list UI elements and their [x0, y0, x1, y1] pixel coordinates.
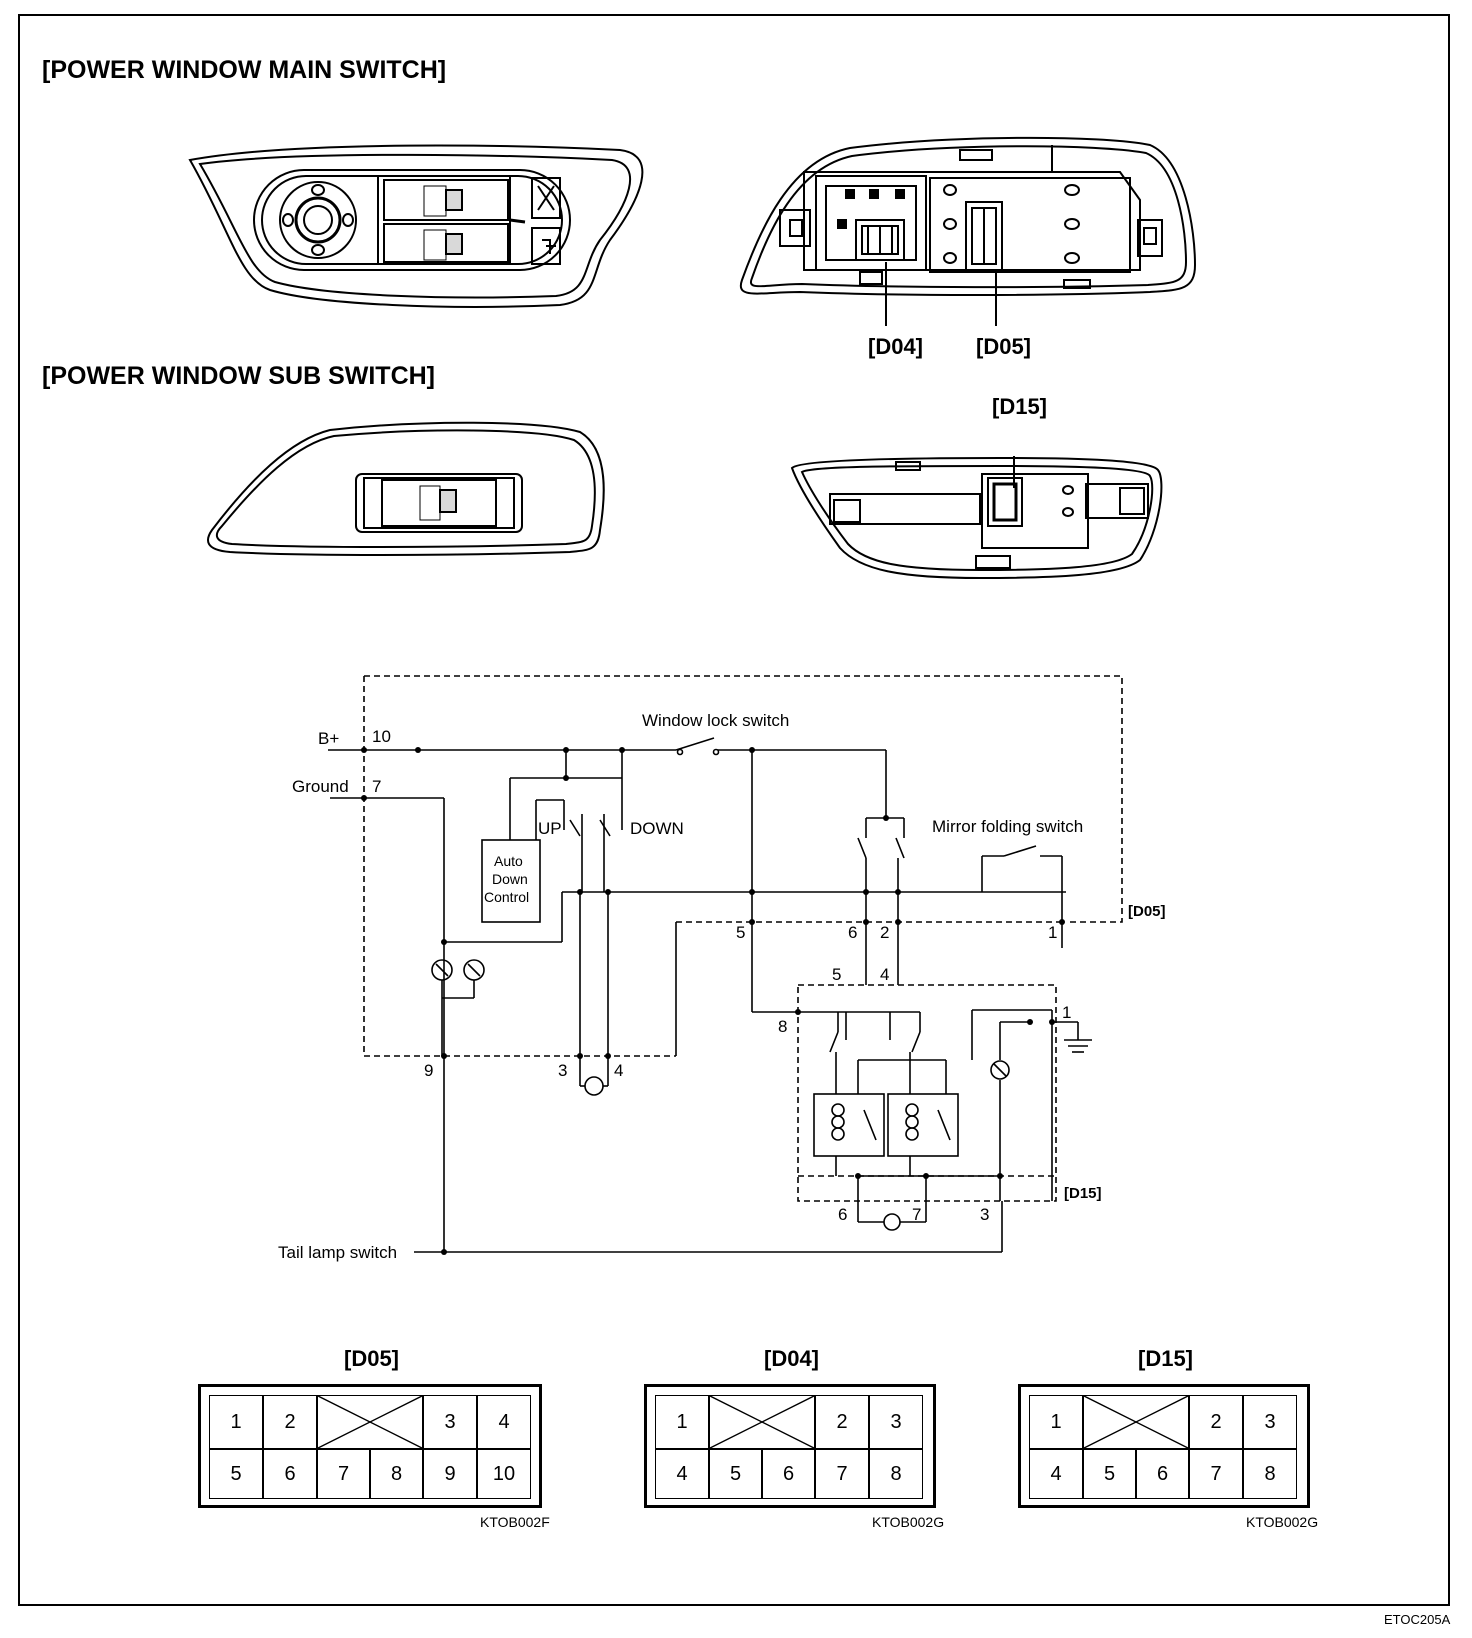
connector-d05-face: 1 2 3 4 5 6 7 8 9 10	[198, 1384, 542, 1508]
main-switch-back-illustration	[739, 136, 1197, 326]
sub-switch-back-illustration	[790, 456, 1163, 580]
d15-pin-cell: 1	[1029, 1395, 1083, 1449]
window-lock-switch-label: Window lock switch	[642, 711, 789, 730]
d05-pin-cell: 9	[423, 1449, 477, 1499]
connector-d04-code: KTOB002G	[872, 1514, 945, 1530]
d15-pin-cell: 3	[1243, 1395, 1297, 1449]
mirror-folding-switch-label: Mirror folding switch	[932, 817, 1083, 836]
ground-label: Ground	[292, 777, 349, 796]
d05-pin-cell: 7	[317, 1449, 370, 1499]
d15-pin-6-label: 6	[838, 1205, 847, 1224]
connector-d05-title: [D05]	[344, 1346, 400, 1371]
d04-pin-cell: 8	[869, 1449, 923, 1499]
d05-pin-1-label: 1	[1048, 923, 1057, 942]
callout-d05: [D05]	[976, 334, 1032, 359]
d15-pin-cell: 6	[1136, 1449, 1189, 1499]
main-switch-title: [POWER WINDOW MAIN SWITCH]	[42, 56, 447, 84]
d05-pin-cell: 8	[370, 1449, 423, 1499]
d04-pin-cell: 2	[815, 1395, 869, 1449]
sub-switch-front-illustration	[207, 421, 605, 556]
d05-pin-cell: 1	[209, 1395, 263, 1449]
d15-pin-7-label: 7	[912, 1205, 921, 1224]
d05-tag: [D05]	[1128, 903, 1166, 920]
b-plus-label: B+	[318, 729, 339, 748]
callout-d04: [D04]	[868, 334, 924, 359]
d05-pin-cell: 6	[263, 1449, 317, 1499]
d04-pin-cell: 7	[815, 1449, 869, 1499]
connector-d04-face: 1 2 3 4 5 6 7 8	[644, 1384, 936, 1508]
d15-pin-cell: 7	[1189, 1449, 1243, 1499]
d05-pin-cell: 5	[209, 1449, 263, 1499]
schematic-labels: B+ Ground 10 7 Window lock switch UP DOW…	[278, 711, 1166, 1262]
sub-switch-title: [POWER WINDOW SUB SWITCH]	[42, 362, 436, 390]
d04-pin-3-label: 3	[558, 1061, 567, 1080]
up-label: UP	[538, 819, 562, 838]
connector-d15-code: KTOB002G	[1246, 1514, 1319, 1530]
connector-d05-code: KTOB002F	[480, 1514, 550, 1530]
down-label: DOWN	[630, 819, 684, 838]
d05-blank-cell	[317, 1395, 423, 1449]
d15-pin-cell: 5	[1083, 1449, 1136, 1499]
d04-pin-9-label: 9	[424, 1061, 433, 1080]
d15-pin-1-label: 1	[1062, 1003, 1071, 1022]
d15-pin-5-label: 5	[832, 965, 841, 984]
d05-pin-cell: 3	[423, 1395, 477, 1449]
wiring-schematic	[328, 675, 1123, 1253]
pin-10-label: 10	[372, 727, 391, 746]
d15-tag: [D15]	[1064, 1185, 1102, 1202]
d04-pin-cell: 4	[655, 1449, 709, 1499]
connector-d15-title: [D15]	[1138, 1346, 1194, 1371]
d05-pin-5-label: 5	[736, 923, 745, 942]
d15-pin-cell: 2	[1189, 1395, 1243, 1449]
page-frame	[18, 14, 1450, 1606]
d04-pin-cell: 1	[655, 1395, 709, 1449]
pin-7-label: 7	[372, 777, 381, 796]
connector-d04-title: [D04]	[764, 1346, 820, 1371]
d05-pin-cell: 2	[263, 1395, 317, 1449]
tail-lamp-switch-label: Tail lamp switch	[278, 1243, 397, 1262]
schematic-junctions	[361, 747, 1065, 1255]
d15-pin-4-label: 4	[880, 965, 889, 984]
d04-pin-4-label: 4	[614, 1061, 623, 1080]
d15-pin-cell: 4	[1029, 1449, 1083, 1499]
d15-pin-cell: 8	[1243, 1449, 1297, 1499]
figure-code: ETOC205A	[1384, 1612, 1451, 1627]
auto-down-label-1: Auto	[494, 853, 523, 869]
d15-pin-3-label: 3	[980, 1205, 989, 1224]
d05-pin-2-label: 2	[880, 923, 889, 942]
main-switch-front-illustration	[188, 144, 644, 308]
d15-blank-cell	[1083, 1395, 1189, 1449]
d04-blank-cell	[709, 1395, 815, 1449]
callout-d15: [D15]	[992, 394, 1048, 419]
connector-d15-face: 1 2 3 4 5 6 7 8	[1018, 1384, 1310, 1508]
d05-pin-cell: 4	[477, 1395, 531, 1449]
d04-pin-cell: 6	[762, 1449, 815, 1499]
d04-pin-cell: 3	[869, 1395, 923, 1449]
auto-down-label-3: Control	[484, 889, 529, 905]
auto-down-label-2: Down	[492, 871, 528, 887]
d15-pin-8-label: 8	[778, 1017, 787, 1036]
d05-pin-cell: 10	[477, 1449, 531, 1499]
d04-pin-cell: 5	[709, 1449, 762, 1499]
d05-pin-6-label: 6	[848, 923, 857, 942]
